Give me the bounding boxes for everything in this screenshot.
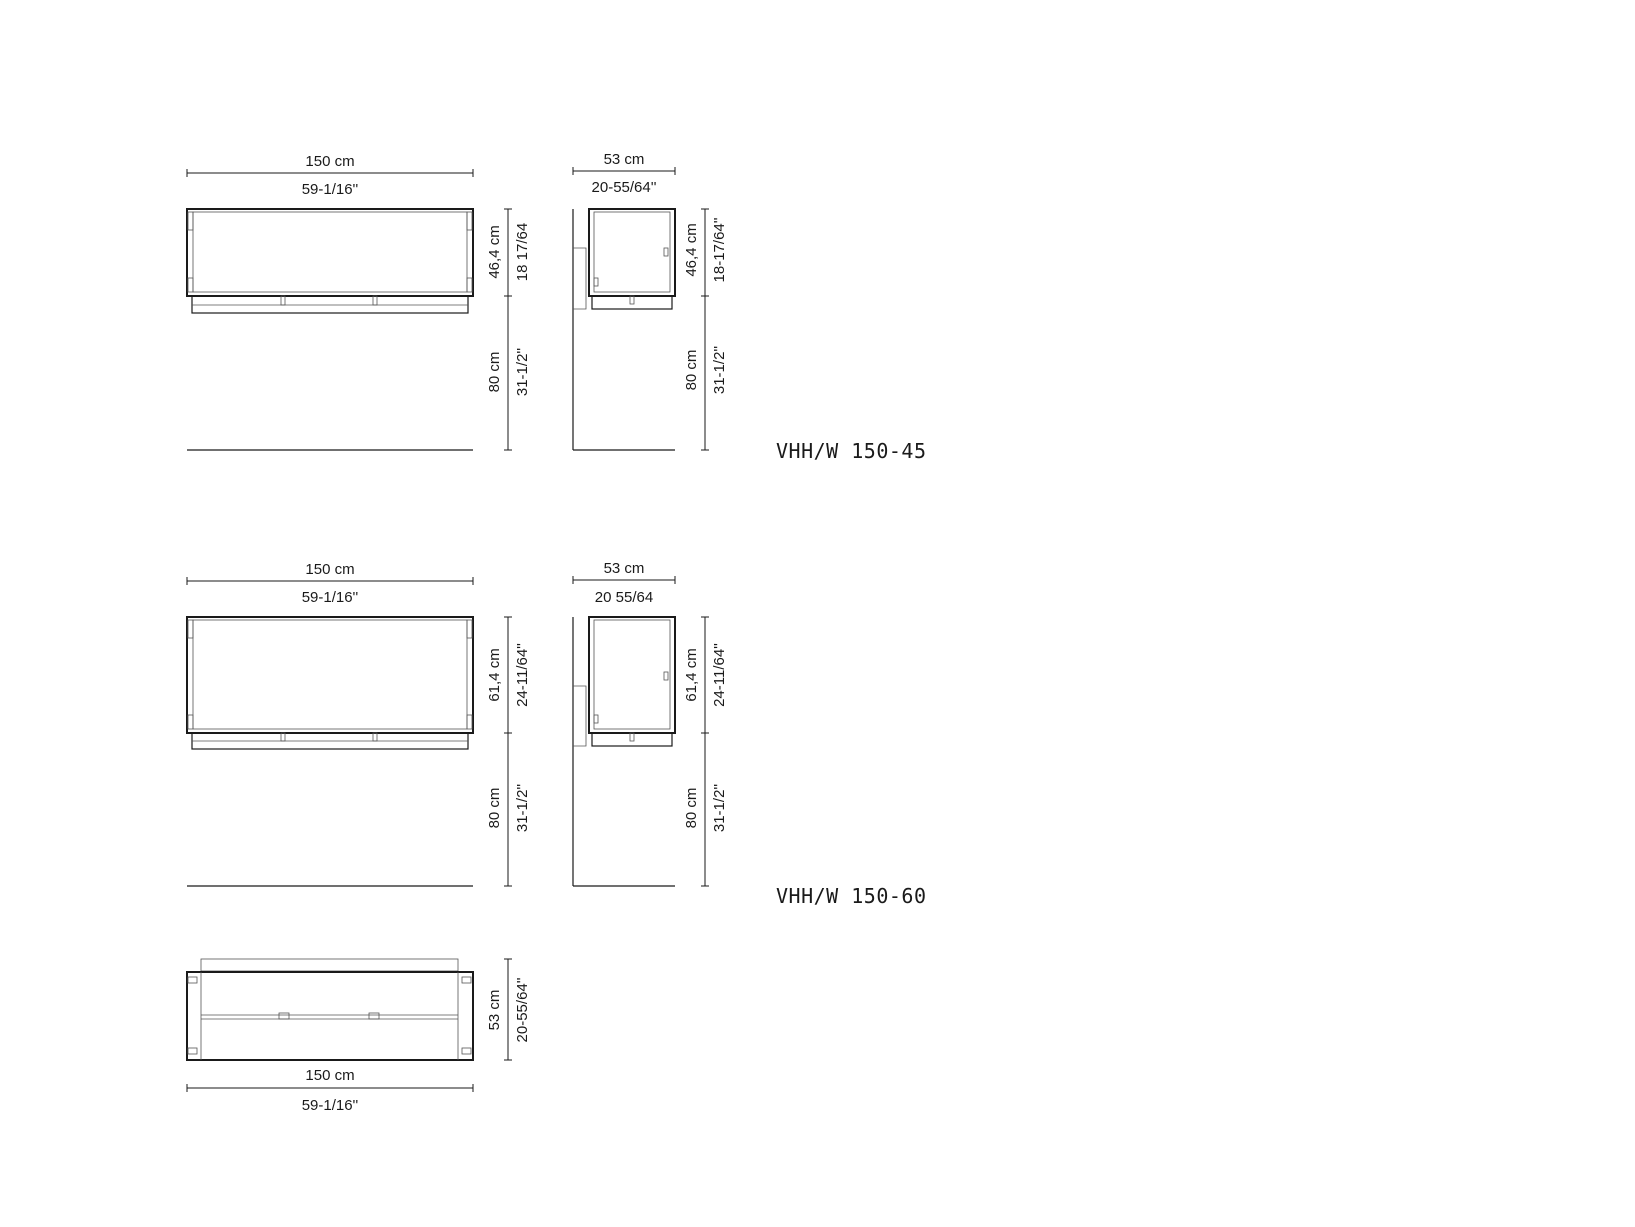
side-view-150-45: 53 cm 20-55/64'' 46,4 cm 18-17/64'' 80 c… [572,151,728,451]
side-height-cm-150-45: 46,4 cm [683,223,700,276]
front-leg-in-150-60: 31-1/2'' [514,784,531,832]
side-leg-in-150-60: 31-1/2'' [711,784,728,832]
side-height-in-150-60: 24-11/64'' [711,643,728,707]
front-leg-cm-150-45: 80 cm [486,352,503,393]
front-height-in-150-45: 18 17/64 [514,223,531,281]
front-leg-cm-150-60: 80 cm [486,788,503,829]
side-depth-cm-150-60: 53 cm [604,560,645,577]
front-view-150-60: 150 cm 59-1/16'' 61,4 cm 24-11/64'' 80 c… [186,561,531,887]
front-width-cm-150-60: 150 cm [305,561,354,578]
front-width-in-150-45: 59-1/16'' [302,181,359,198]
side-depth-in-150-60: 20 55/64 [595,589,653,606]
model-label-150-60: VHH/W 150-60 [776,884,927,908]
side-depth-cm-150-45: 53 cm [604,151,645,168]
front-width-cm-150-45: 150 cm [305,153,354,170]
side-leg-cm-150-45: 80 cm [683,350,700,391]
side-leg-in-150-45: 31-1/2'' [711,346,728,394]
side-depth-in-150-45: 20-55/64'' [592,179,657,196]
front-height-in-150-60: 24-11/64'' [514,643,531,707]
plan-view: 53 cm 20-55/64'' 150 cm 59-1/16'' [186,958,531,1114]
front-height-cm-150-60: 61,4 cm [486,648,503,701]
plan-depth-in: 20-55/64'' [514,977,531,1042]
front-width-in-150-60: 59-1/16'' [302,589,359,606]
plan-depth-cm: 53 cm [486,990,503,1031]
model-label-150-45: VHH/W 150-45 [776,439,927,463]
plan-width-cm: 150 cm [305,1067,354,1084]
side-height-cm-150-60: 61,4 cm [683,648,700,701]
front-leg-in-150-45: 31-1/2'' [514,348,531,396]
side-height-in-150-45: 18-17/64'' [711,217,728,282]
side-leg-cm-150-60: 80 cm [683,788,700,829]
front-view-150-45: 150 cm 59-1/16'' 46,4 cm 18 17/64 80 cm … [186,153,531,451]
front-height-cm-150-45: 46,4 cm [486,225,503,278]
side-view-150-60: 53 cm 20 55/64 61,4 cm 24-11/64'' 80 cm … [572,560,728,887]
plan-width-in: 59-1/16'' [302,1097,359,1114]
